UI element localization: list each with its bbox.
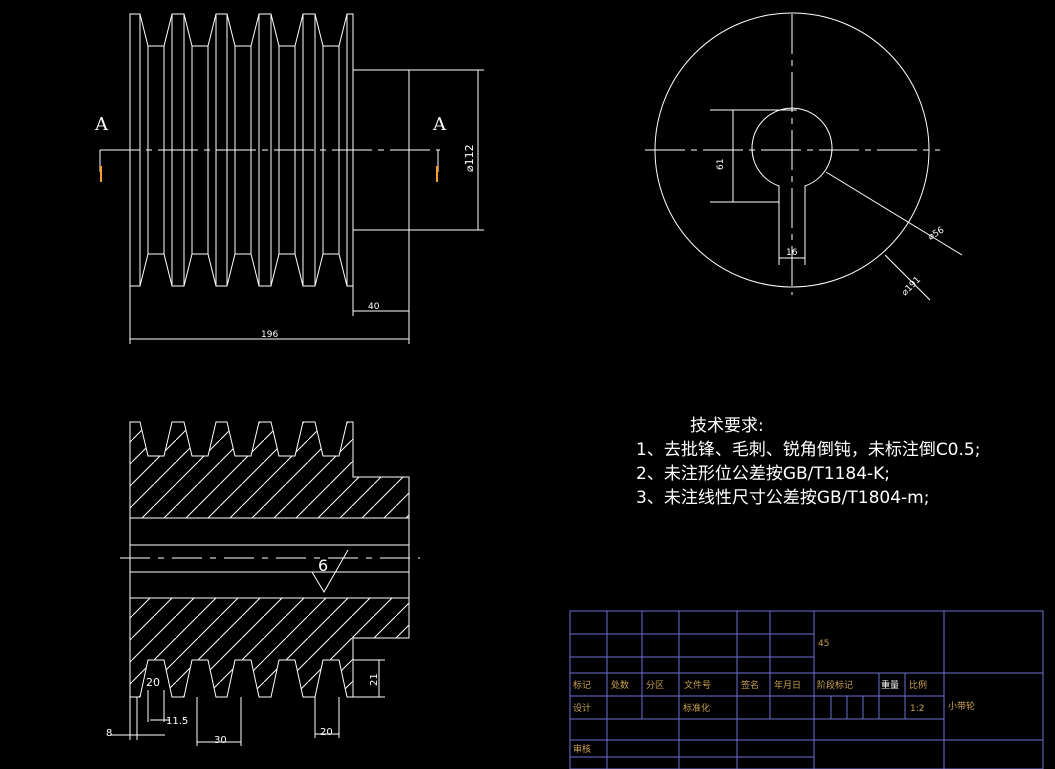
tb-h-zone: 分区: [646, 680, 664, 691]
dim-groove-20b: 20: [320, 727, 333, 738]
tb-scale-value: 1:2: [910, 704, 924, 714]
section-label-left: A: [94, 114, 109, 135]
tb-part-name: 小带轮: [948, 700, 975, 712]
dim-key-61: 61: [716, 159, 726, 170]
tb-h-stage: 阶段标记: [817, 679, 853, 691]
technical-requirements: 技术要求: 1、去批锋、毛刺、锐角倒钝，未标注倒C0.5; 2、未注形位公差按G…: [636, 414, 980, 510]
notes-item-2: 2、未注形位公差按GB/T1184-K;: [636, 464, 891, 484]
dim-196: 196: [261, 330, 278, 340]
tb-material: 45: [818, 639, 829, 649]
dim-depth-21: 21: [369, 673, 380, 686]
tb-review: 审核: [573, 743, 591, 755]
dim-groove-11-5: 11.5: [166, 716, 188, 727]
tb-h-date: 年月日: [774, 679, 801, 691]
tb-standardize: 标准化: [683, 702, 710, 714]
tb-h-sign: 签名: [741, 679, 759, 691]
tb-h-mark: 标记: [573, 679, 591, 691]
dim-key-16: 16: [786, 248, 798, 258]
dim-dia-112: ⌀112: [463, 144, 476, 172]
side-view: [645, 12, 963, 301]
tb-h-doc: 文件号: [684, 679, 711, 691]
notes-item-1: 1、去批锋、毛刺、锐角倒钝，未标注倒C0.5;: [636, 440, 981, 460]
tb-design: 设计: [573, 702, 591, 714]
roughness-value: 6: [318, 556, 328, 575]
bore-with-keyway: [751, 107, 833, 259]
section-view: [110, 421, 420, 746]
dim-groove-8: 8: [106, 728, 112, 739]
notes-title: 技术要求:: [690, 416, 764, 436]
tb-h-scale: 比例: [909, 679, 927, 691]
lower-section: [129, 597, 410, 698]
section-label-right: A: [432, 114, 447, 135]
front-view: [99, 13, 484, 344]
dim-hole-56: ⌀56: [927, 225, 947, 242]
dim-40: 40: [368, 302, 380, 312]
title-block: [569, 610, 1044, 769]
tb-h-count: 处数: [611, 679, 629, 691]
dim-outer-191: ⌀191: [900, 275, 923, 298]
dim-groove-20a: 20: [146, 676, 160, 689]
upper-section: [129, 421, 410, 519]
tb-h-weight: 重量: [881, 679, 899, 691]
dim-groove-30: 30: [214, 735, 227, 746]
notes-item-3: 3、未注线性尺寸公差按GB/T1804-m;: [636, 488, 930, 508]
